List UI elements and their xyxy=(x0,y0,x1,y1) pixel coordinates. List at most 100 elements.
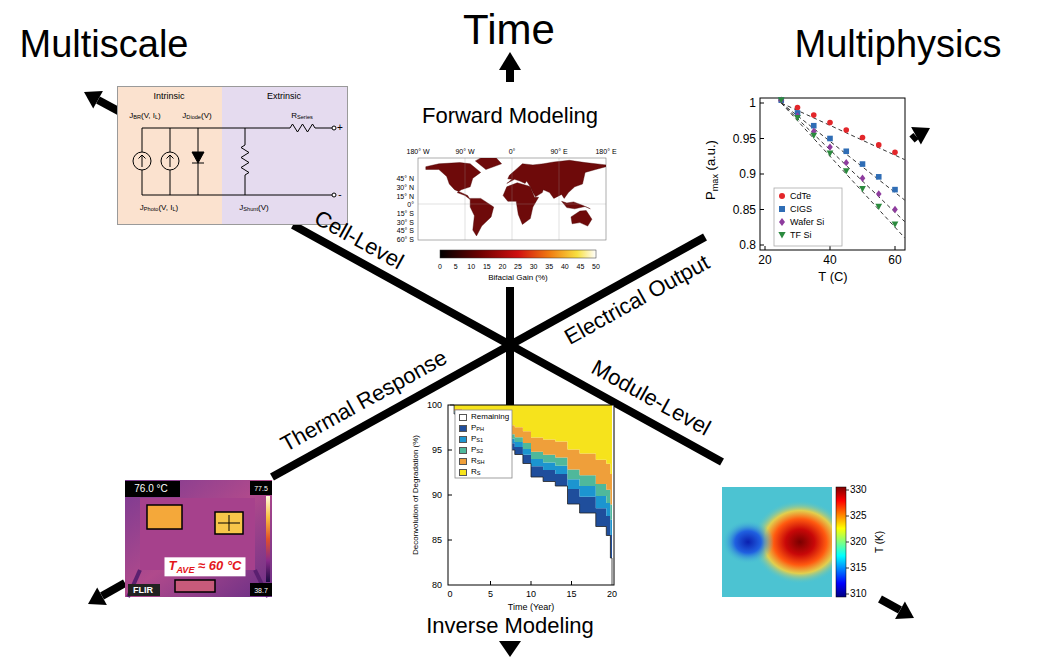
colorbar-tick: 50 xyxy=(592,263,600,270)
tick-label: 0.9 xyxy=(739,168,756,180)
legend-label: PS1 xyxy=(471,435,483,444)
tick-label: 20 xyxy=(758,254,771,266)
circuit-label: RSeries xyxy=(291,112,313,121)
data-marker xyxy=(859,186,866,192)
tick-label: 0.8 xyxy=(739,239,756,251)
legend-swatch xyxy=(459,436,467,443)
tick-label: 20 xyxy=(607,590,617,599)
degradation-band xyxy=(450,405,612,558)
axis-arrows xyxy=(880,599,900,610)
legend-marker xyxy=(777,204,787,214)
tick-label: 90 xyxy=(432,491,442,500)
circuit-wire xyxy=(192,128,204,195)
axis-label: Cell-Level xyxy=(311,207,407,274)
degradation-plot xyxy=(448,405,614,585)
axis-title: Pmax (a.u.) xyxy=(704,140,719,200)
pmax-plot xyxy=(774,188,842,246)
subscript: L xyxy=(155,114,158,120)
axis-label: Inverse Modeling xyxy=(426,615,594,637)
world-map xyxy=(440,250,596,258)
scale-max: 77.5 xyxy=(254,485,268,492)
tick-mark xyxy=(760,245,764,246)
pmax-plot xyxy=(760,97,905,250)
tick-mark xyxy=(760,103,764,104)
tick-mark xyxy=(765,246,766,250)
axis-arrows xyxy=(912,136,916,140)
tick-label: 1 xyxy=(749,97,756,109)
data-marker xyxy=(779,218,785,226)
tick-mark xyxy=(760,174,764,175)
axis-arrows xyxy=(98,68,916,610)
data-marker xyxy=(892,150,898,156)
map-latitude: 15° S xyxy=(397,210,414,217)
subscript: S1 xyxy=(476,437,483,443)
colorbar-tick: 30 xyxy=(530,263,538,270)
thermal-image xyxy=(125,481,180,497)
graticule xyxy=(559,158,560,240)
legend-marker xyxy=(777,217,787,227)
data-marker xyxy=(843,168,850,174)
tick-label: 80 xyxy=(432,581,442,590)
thermal-image xyxy=(215,512,243,534)
data-marker xyxy=(778,97,785,103)
arrow-heads xyxy=(84,52,930,657)
tick-mark xyxy=(760,209,764,210)
colorbar-tick: 315 xyxy=(850,563,867,573)
colorbar-tick: 320 xyxy=(850,537,867,547)
data-marker xyxy=(876,190,882,197)
scale-min: 38.7 xyxy=(254,587,268,594)
axis-arrows xyxy=(272,237,705,477)
degradation-band xyxy=(450,405,612,585)
land-mass xyxy=(426,158,606,236)
circuit-wire xyxy=(332,126,336,130)
axis-label: Forward Modeling xyxy=(422,105,598,127)
colorbar-tick: 25 xyxy=(514,263,522,270)
fit-line xyxy=(781,103,905,200)
fit-line xyxy=(781,103,905,222)
map-longitude: 90° E xyxy=(550,148,567,155)
map-latitude: 60° S xyxy=(397,236,414,243)
data-marker xyxy=(892,222,899,228)
subscript: L xyxy=(172,206,175,212)
degradation-plot xyxy=(455,410,512,478)
axis-title: Multiphysics xyxy=(795,25,1002,63)
world-map xyxy=(418,158,606,258)
tick-label: 10 xyxy=(526,590,536,599)
colorbar-title: T (K) xyxy=(875,531,885,553)
circuit-wire xyxy=(241,128,249,195)
subscript: S xyxy=(477,470,481,476)
data-marker xyxy=(827,120,833,126)
colorbar-tick: 330 xyxy=(850,485,867,495)
circuit-wire xyxy=(161,152,179,170)
axis-label: Module-Level xyxy=(588,356,714,439)
colorbar-tick: 35 xyxy=(545,263,553,270)
legend-label: Remaining xyxy=(471,413,509,421)
land-mass xyxy=(571,211,592,227)
legend-swatch xyxy=(459,469,467,476)
thermal-image xyxy=(250,481,272,495)
map-longitude: 90° W xyxy=(455,148,474,155)
graticule xyxy=(512,158,513,240)
colorbar-tick: 325 xyxy=(850,511,867,521)
circuit-wire xyxy=(192,152,204,163)
data-marker xyxy=(779,193,785,199)
arrow-heads xyxy=(499,641,521,657)
data-marker xyxy=(810,133,817,139)
circuit-wire xyxy=(167,155,174,167)
tick-label: 0.85 xyxy=(733,204,756,216)
degradation-band xyxy=(450,405,612,585)
subscript: BR xyxy=(133,114,141,120)
data-marker xyxy=(860,175,866,182)
data-marker xyxy=(779,206,785,212)
data-marker xyxy=(827,136,833,142)
circuit-label: Intrinsic xyxy=(153,92,184,101)
legend-marker xyxy=(777,230,787,240)
data-marker xyxy=(860,161,866,167)
tick-mark xyxy=(846,594,849,595)
thermal-image xyxy=(250,583,272,596)
tick-label: 60 xyxy=(888,254,901,266)
degradation-plot xyxy=(448,405,614,585)
map-latitude: 15° N xyxy=(396,192,414,199)
circuit-label: Extrinsic xyxy=(267,92,301,101)
